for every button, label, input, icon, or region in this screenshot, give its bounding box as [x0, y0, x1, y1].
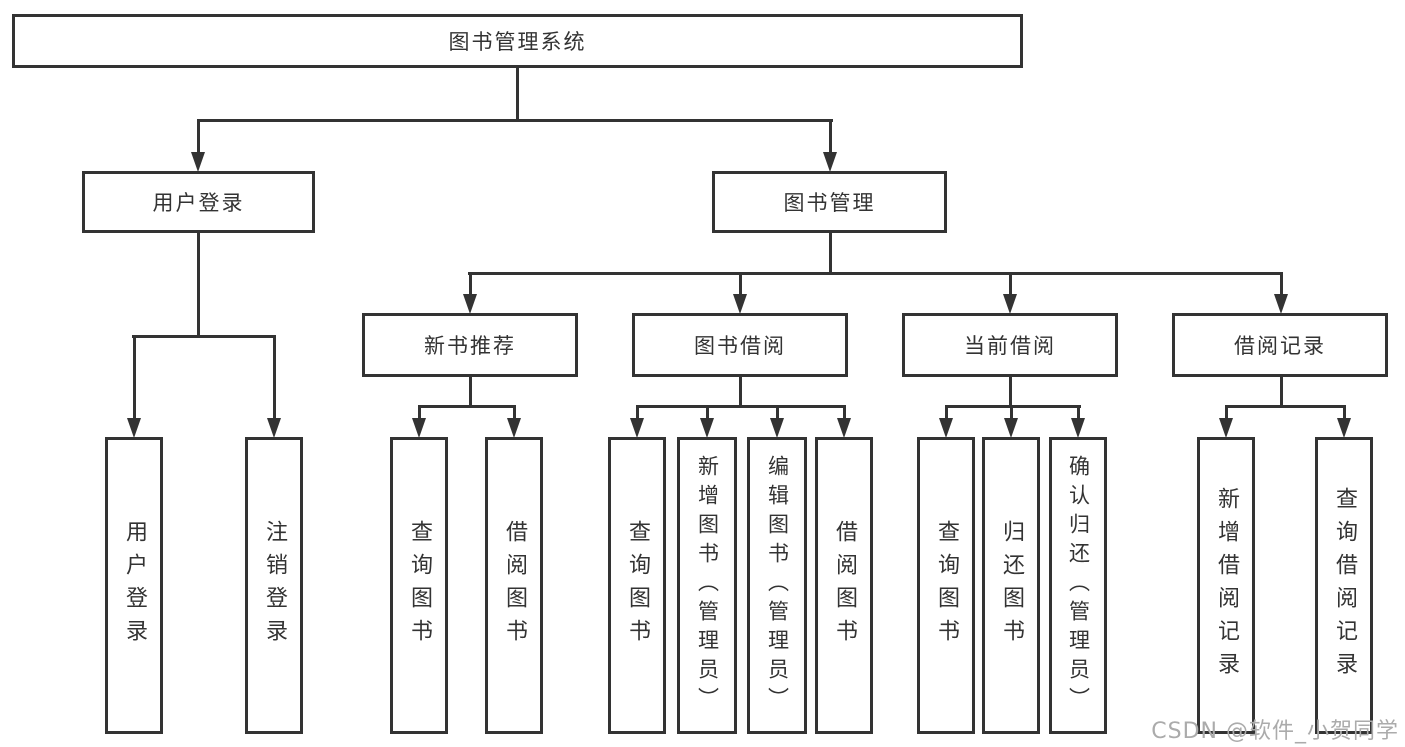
connector-line — [1280, 272, 1283, 298]
leaf-query-books-3: 查询图书 — [917, 437, 975, 734]
leaf-label: 新增借阅记录 — [1214, 486, 1239, 685]
leaf-label: 确认归还（管理员） — [1066, 455, 1091, 716]
connector-line — [418, 405, 516, 408]
leaf-borrow-books-2: 借阅图书 — [815, 437, 873, 734]
connector-line — [636, 405, 639, 423]
arrow-down-icon — [823, 152, 837, 172]
leaf-label: 借阅图书 — [502, 519, 527, 652]
leaf-add-borrow-record: 新增借阅记录 — [1197, 437, 1255, 734]
leaf-edit-book-admin: 编辑图书（管理员） — [747, 437, 807, 734]
arrow-down-icon — [770, 418, 784, 438]
node-book-management: 图书管理 — [712, 171, 947, 233]
leaf-return-book: 归还图书 — [982, 437, 1040, 734]
connector-line — [829, 119, 832, 157]
connector-line — [739, 272, 742, 298]
arrow-down-icon — [939, 418, 953, 438]
arrow-down-icon — [1219, 418, 1233, 438]
connector-line — [1343, 405, 1346, 423]
leaf-label: 查询图书 — [625, 519, 650, 652]
node-label: 新书推荐 — [424, 334, 516, 358]
node-label: 图书借阅 — [694, 334, 786, 358]
leaf-label: 查询图书 — [934, 519, 959, 652]
connector-line — [469, 272, 472, 298]
connector-line — [273, 335, 276, 421]
connector-line — [197, 119, 833, 122]
connector-line — [843, 405, 846, 423]
connector-line — [945, 405, 1081, 408]
arrow-down-icon — [630, 418, 644, 438]
connector-line — [1010, 405, 1013, 423]
leaf-label: 用户登录 — [122, 519, 147, 652]
connector-line — [1077, 405, 1080, 423]
arrow-down-icon — [463, 294, 477, 314]
connector-line — [636, 405, 846, 408]
node-label: 图书管理 — [783, 191, 876, 215]
leaf-label: 新增图书（管理员） — [695, 455, 720, 716]
leaf-borrow-books-1: 借阅图书 — [485, 437, 543, 734]
connector-line — [1280, 374, 1283, 408]
connector-line — [1225, 405, 1228, 423]
connector-line — [132, 335, 276, 338]
node-borrowing-records: 借阅记录 — [1172, 313, 1388, 377]
connector-line — [706, 405, 709, 423]
arrow-down-icon — [1337, 418, 1351, 438]
connector-line — [468, 272, 1282, 275]
arrow-down-icon — [412, 418, 426, 438]
leaf-label: 注销登录 — [262, 519, 287, 652]
connector-line — [829, 230, 832, 275]
leaf-query-books-2: 查询图书 — [608, 437, 666, 734]
leaf-user-login: 用户登录 — [105, 437, 163, 734]
arrow-down-icon — [1274, 294, 1288, 314]
arrow-down-icon — [127, 418, 141, 438]
node-label: 用户登录 — [152, 191, 245, 215]
watermark: CSDN @软件_小贺同学 — [1151, 719, 1399, 744]
connector-line — [197, 230, 200, 338]
node-label: 借阅记录 — [1234, 334, 1326, 358]
arrow-down-icon — [1004, 418, 1018, 438]
leaf-label: 借阅图书 — [832, 519, 857, 652]
arrow-down-icon — [267, 418, 281, 438]
leaf-confirm-return-admin: 确认归还（管理员） — [1049, 437, 1107, 734]
arrow-down-icon — [837, 418, 851, 438]
connector-line — [739, 374, 742, 408]
leaf-label: 编辑图书（管理员） — [765, 455, 790, 716]
leaf-label: 查询图书 — [407, 519, 432, 652]
arrow-down-icon — [507, 418, 521, 438]
connector-line — [418, 405, 421, 423]
leaf-query-books-1: 查询图书 — [390, 437, 448, 734]
connector-line — [776, 405, 779, 423]
connector-line — [513, 405, 516, 423]
leaf-label: 归还图书 — [999, 519, 1024, 652]
node-user-login: 用户登录 — [82, 171, 315, 233]
leaf-logout: 注销登录 — [245, 437, 303, 734]
node-current-borrowing: 当前借阅 — [902, 313, 1118, 377]
node-label: 当前借阅 — [964, 334, 1056, 358]
node-label: 图书管理系统 — [448, 30, 587, 54]
connector-line — [1009, 272, 1012, 298]
connector-line — [516, 67, 519, 122]
arrow-down-icon — [1003, 294, 1017, 314]
leaf-query-borrow-record: 查询借阅记录 — [1315, 437, 1373, 734]
connector-line — [197, 119, 200, 157]
connector-line — [945, 405, 948, 423]
arrow-down-icon — [191, 152, 205, 172]
arrow-down-icon — [1071, 418, 1085, 438]
connector-line — [469, 374, 472, 408]
arrow-down-icon — [733, 294, 747, 314]
node-new-book-recommendation: 新书推荐 — [362, 313, 578, 377]
leaf-label: 查询借阅记录 — [1332, 486, 1357, 685]
connector-line — [133, 335, 136, 421]
node-book-borrowing: 图书借阅 — [632, 313, 848, 377]
arrow-down-icon — [700, 418, 714, 438]
node-library-management-system: 图书管理系统 — [12, 14, 1023, 68]
connector-line — [1225, 405, 1346, 408]
leaf-add-book-admin: 新增图书（管理员） — [677, 437, 737, 734]
connector-line — [1009, 374, 1012, 408]
